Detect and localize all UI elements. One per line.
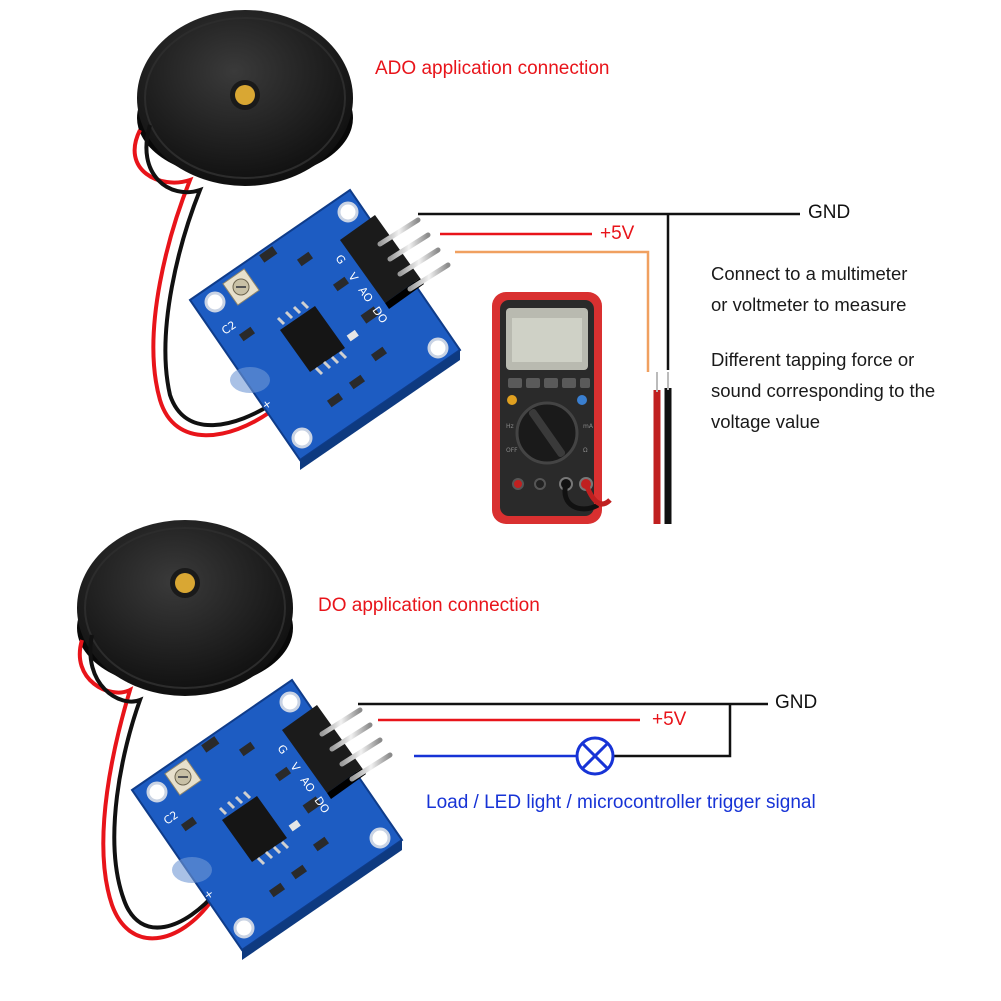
svg-text:mA: mA bbox=[583, 423, 594, 430]
top-piezo-leads bbox=[132, 124, 277, 438]
note2-line2: sound corresponding to the bbox=[711, 380, 936, 401]
top-5v-label: +5V bbox=[600, 223, 635, 244]
note2-line1: Different tapping force or bbox=[711, 349, 915, 370]
top-sensor-module-board-icon bbox=[188, 188, 462, 472]
bottom-section-title: DO application connection bbox=[318, 595, 540, 616]
top-gnd-label: GND bbox=[808, 202, 851, 223]
bottom-load-label: Load / LED light / microcontroller trigg… bbox=[426, 792, 816, 813]
bottom-gnd-wire bbox=[358, 702, 768, 758]
bottom-5v-label: +5V bbox=[652, 709, 687, 730]
note1-line2: or voltmeter to measure bbox=[711, 294, 907, 315]
bottom-piezo-disc-icon bbox=[77, 520, 293, 696]
lamp-load-icon bbox=[575, 736, 615, 776]
svg-text:OFF: OFF bbox=[506, 447, 518, 454]
note1-line1: Connect to a multimeter bbox=[711, 263, 908, 284]
multimeter-probes-icon bbox=[562, 372, 672, 524]
svg-text:Hz: Hz bbox=[506, 423, 514, 430]
top-note-multimeter: Connect to a multimeter or voltmeter to … bbox=[711, 258, 907, 320]
top-ao-wire bbox=[455, 250, 650, 372]
top-piezo-disc-icon bbox=[137, 10, 353, 186]
top-section-title: ADO application connection bbox=[375, 58, 610, 79]
top-gnd-wire bbox=[418, 212, 800, 370]
top-note-tapping: Different tapping force or sound corresp… bbox=[711, 344, 935, 437]
svg-text:Ω: Ω bbox=[583, 447, 588, 454]
note2-line3: voltage value bbox=[711, 411, 821, 432]
bottom-sensor-module-board-icon bbox=[130, 678, 404, 962]
bottom-piezo-leads bbox=[77, 634, 220, 941]
bottom-gnd-label: GND bbox=[775, 692, 818, 713]
